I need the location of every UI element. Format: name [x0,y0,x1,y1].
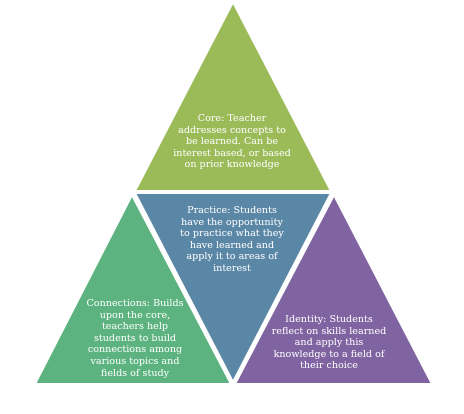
core-triangle [133,0,333,192]
core-label: Core: Teacher addresses concepts to be l… [173,113,291,171]
practice-triangle [133,192,333,385]
identity-label: Identity: Students reflect on skills lea… [271,314,387,372]
identity-triangle [233,192,434,385]
practice-label: Practice: Students have the opportunity … [180,205,284,274]
connections-label: Connections: Builds upon the core, teach… [86,298,184,379]
connections-triangle [33,192,233,385]
